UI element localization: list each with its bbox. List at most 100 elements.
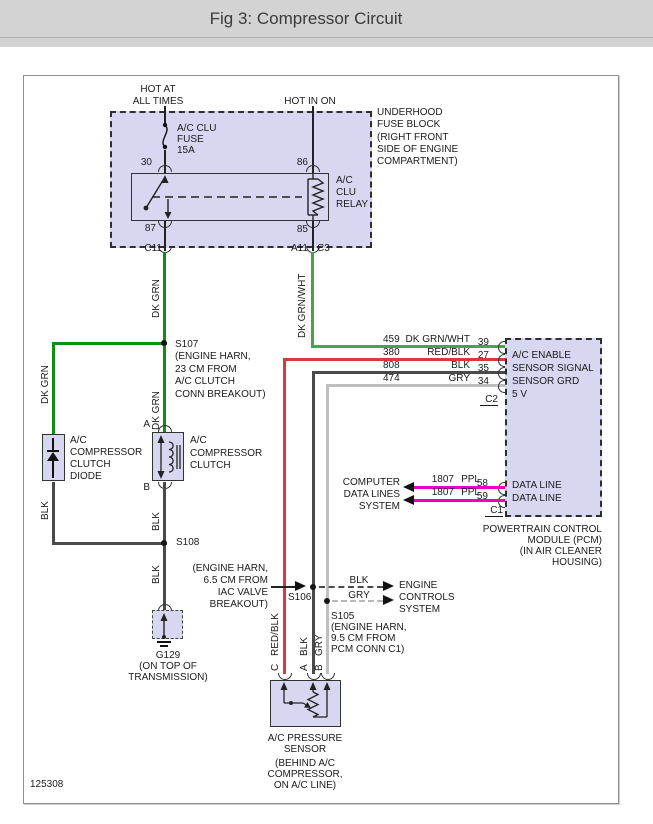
g129-ground-box [152,610,183,639]
blk-vertical-label: BLK [299,637,310,656]
ppl-wire-58 [413,486,505,489]
diode-caption-2: COMPRESSOR [70,447,143,458]
iac-note-1: (ENGINE HARN, [192,563,268,574]
clutch-pin-b: B [143,482,150,493]
dk-grn-wht-label: DK GRN/WHT [297,273,308,338]
sensor-pin-b-label: B [314,664,325,671]
iac-note-3: IAC VALVE [217,587,268,598]
blk-wire-join [52,542,167,545]
s105-label-4: PCM CONN C1) [331,644,405,655]
fuse-block-caption-5: COMPARTMENT) [377,156,458,167]
g129-caption-1: G129 [155,650,181,661]
g129-caption-3: TRANSMISSION) [128,672,208,683]
iac-note-4: BREAKOUT) [209,599,268,610]
pcm-input-5v: 5 V [512,389,528,400]
diode-caption-3: CLUTCH [70,459,111,470]
fuse-symbol [162,122,168,150]
blk-branch-arrow [383,581,394,591]
dk-grn-branch-vertical [52,342,55,434]
blk-wire-clutch-ground [163,482,166,610]
pcm-caption-4: HOUSING) [552,557,602,568]
circuit-474-num: 474 [383,373,400,384]
splice-s105-dot [324,598,330,604]
connector-a11: A11 [290,243,308,254]
pcm-pin-58: 58 [476,478,488,489]
diode-cathode-bar [47,450,59,452]
pcm-input-data-line-1: DATA LINE [512,480,562,491]
connector-c11: C11 [144,243,162,254]
circuit-459-num: 459 [383,334,400,345]
pcm-connector-c1: C1 [485,505,503,517]
clutch-caption-2: COMPRESSOR [190,448,263,459]
splice-s108-dot [161,540,167,546]
pcm-connector-c2: C2 [480,394,498,406]
pcm-pin-39-arc [498,341,506,354]
pcm-pin-59: 59 [476,491,488,502]
s107-label-4: A/C CLUTCH [175,376,236,387]
pcm-box [505,338,602,517]
pcm-caption-3: (IN AIR CLEANER [519,546,602,557]
dk-grn-label-branch: DK GRN [40,365,51,404]
g129-connector-arc [158,604,172,611]
clutch-pin-a: A [143,419,150,430]
circuit-1807a-num: 1807 [431,474,454,485]
ac-compressor-clutch-box [152,432,184,481]
iac-note-2: 6.5 CM FROM [203,575,268,586]
gry-vertical [326,384,329,674]
dk-grn-label-upper: DK GRN [151,279,162,318]
computer-data-lines-2: DATA LINES [343,489,400,500]
gry-branch-label: GRY [348,590,370,601]
pcm-pin-34-arc [498,380,506,393]
red-blk-vertical [283,358,286,674]
relay-caption-2: CLU [336,187,357,198]
blk-label-diode: BLK [40,501,51,520]
blk-vertical [312,371,315,674]
diode-caption-4: DIODE [70,471,102,482]
engine-controls-3: SYSTEM [399,604,441,615]
gry-horizontal [326,384,505,387]
fuse-block-caption-3: (RIGHT FRONT [377,132,449,143]
engine-controls-1: ENGINE [399,580,438,591]
hot-in-on-label: HOT IN ON [284,96,336,107]
circuit-1807b-num: 1807 [431,487,454,498]
fuse-label-1: A/C CLU [177,123,217,134]
relay-internals [143,174,325,220]
s105-label-2: (ENGINE HARN, [331,622,407,633]
s107-label-3: 23 CM FROM [175,364,237,375]
diode-symbol [47,452,59,461]
all-times-label: ALL TIMES [132,96,184,107]
computer-data-lines-3: SYSTEM [358,501,400,512]
iac-pointer-line [271,586,297,588]
circuit-380-color: RED/BLK [427,347,470,358]
pcm-input-data-line-2: DATA LINE [512,493,562,504]
blk-label-ground: BLK [151,565,162,584]
circuit-808-color: BLK [451,360,470,371]
pin-85-wire [312,221,314,251]
sensor-pin-a-label: A [299,664,310,671]
fuse-block-caption-4: SIDE OF ENGINE [377,144,459,155]
circuit-1807b-color: PPL [461,487,480,498]
dk-grn-wht-horizontal [311,345,505,348]
circuit-380-num: 380 [383,347,400,358]
clutch-caption-3: CLUTCH [190,460,231,471]
dk-grn-branch-horizontal [52,342,167,345]
connector-c3: C3 [317,243,330,254]
diode-stub-bottom [52,461,54,478]
pcm-pin-35-arc [498,367,506,380]
pcm-pin-34: 34 [477,376,489,387]
fuse-block-caption-2: FUSE BLOCK [377,119,441,130]
diode-caption-1: A/C [70,435,87,446]
relay-caption-3: RELAY [336,199,369,210]
red-blk-vertical-label: RED/BLK [270,613,281,656]
clutch-coil-symbol [157,435,181,479]
relay-pin-86: 86 [296,157,308,168]
splice-s106-dot [310,584,316,590]
pcm-input-ac-enable: A/C ENABLE [512,350,571,361]
hot-at-label: HOT AT [140,84,176,95]
pcm-input-sensor-grd: SENSOR GRD [512,376,580,387]
relay-pin-85: 85 [296,224,308,235]
sensor-caption-1: A/C PRESSURE [267,733,343,744]
circuit-459-color: DK GRN/WHT [405,334,470,345]
blk-branch-dashed [319,586,383,588]
